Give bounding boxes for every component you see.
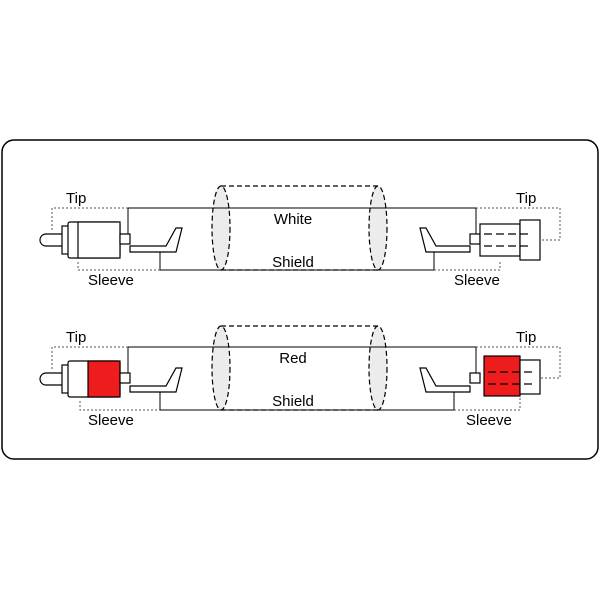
left-sleeve-label: Sleeve <box>88 272 134 289</box>
right-sleeve-label: Sleeve <box>454 272 500 289</box>
left-sleeve-label: Sleeve <box>88 412 134 429</box>
left-plug-body <box>77 221 121 259</box>
wire-label: White <box>274 211 312 228</box>
left-rca-plug <box>39 360 183 398</box>
right-tip-label: Tip <box>516 329 536 346</box>
diagram-panel <box>1 139 599 460</box>
right-tip-dotted-line <box>476 346 561 379</box>
right-plug-body <box>483 355 521 397</box>
right-rca-jack <box>419 219 541 261</box>
right-tip-label: Tip <box>516 190 536 207</box>
left-tip-label: Tip <box>66 329 86 346</box>
right-rca-jack <box>419 355 541 397</box>
left-tip-dotted-line <box>51 207 128 230</box>
left-tip-dotted-line <box>51 346 128 369</box>
left-sleeve-dotted-line <box>77 262 160 271</box>
right-sleeve-dotted-line <box>434 260 501 271</box>
left-plug-body <box>87 360 121 398</box>
right-sleeve-dotted-line <box>454 398 521 411</box>
cable-white: White Shield Tip Sleeve Tip Sleeve <box>39 185 561 289</box>
left-tip-label: Tip <box>66 190 86 207</box>
shield-label: Shield <box>272 254 314 271</box>
shield-label: Shield <box>272 393 314 410</box>
right-sleeve-label: Sleeve <box>466 412 512 429</box>
cable-red: Red Shield Tip Sleeve Tip Sleeve <box>39 325 561 429</box>
wire-label: Red <box>279 350 307 367</box>
right-plug-body <box>479 223 521 257</box>
left-sleeve-dotted-line <box>79 401 160 411</box>
left-rca-plug <box>39 221 183 259</box>
right-tip-dotted-line <box>476 207 561 241</box>
